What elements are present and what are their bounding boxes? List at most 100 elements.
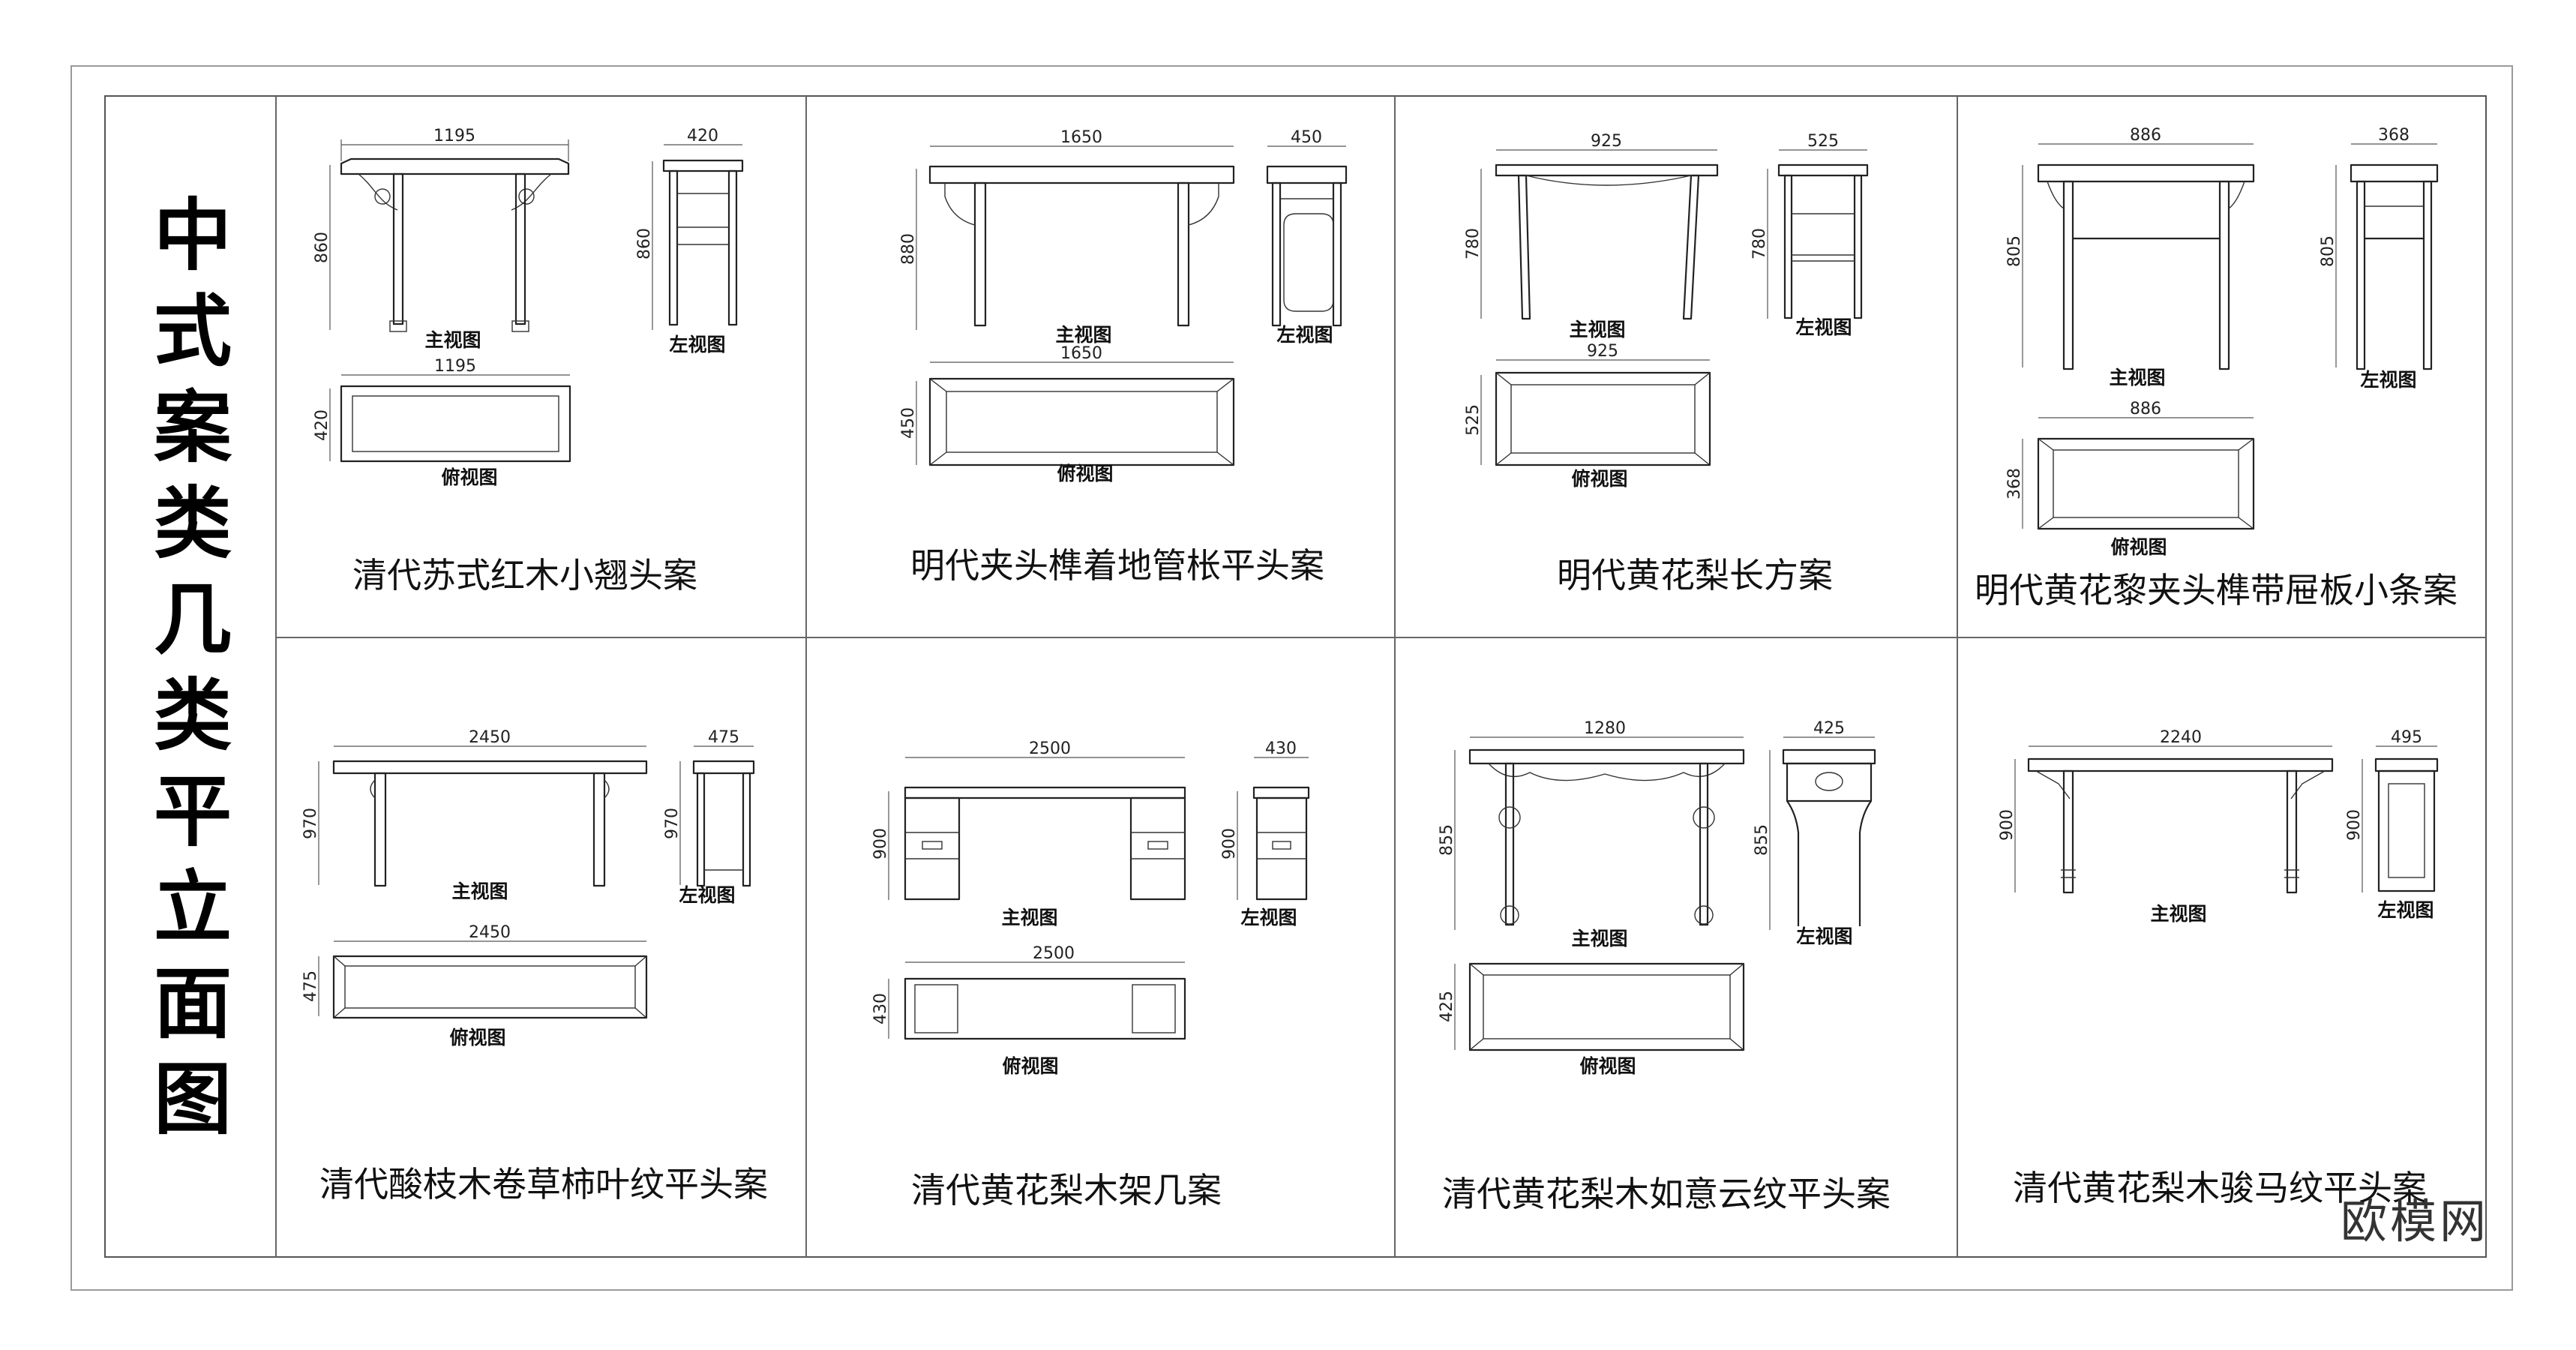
view-label-side: 左视图 bbox=[1795, 316, 1852, 338]
top-view: 886 368 俯视图 bbox=[2005, 400, 2255, 558]
side-view: 450 左视图 bbox=[1266, 128, 1348, 346]
panel-title: 明代黄花梨长方案 bbox=[1557, 555, 1833, 596]
dimension-side: 450 bbox=[1291, 128, 1322, 147]
watermark-text: 欧模网 bbox=[2341, 1194, 2489, 1249]
dimension-width: 1650 bbox=[1060, 128, 1102, 147]
svg-text:中式案类几类平立面图: 中式案类几类平立面图 bbox=[154, 190, 232, 1145]
side-view: 475 970 左视图 bbox=[663, 728, 755, 906]
view-label-side: 左视图 bbox=[2360, 369, 2416, 391]
dimension-height: 900 bbox=[871, 828, 890, 860]
view-label-side: 左视图 bbox=[1240, 907, 1297, 928]
dimension-width: 1195 bbox=[433, 127, 475, 146]
sheet-title-char: 案 bbox=[154, 382, 232, 473]
front-view: 2240 900 主视图 bbox=[1998, 728, 2334, 925]
top-view: 1195 420 俯视图 bbox=[313, 357, 571, 488]
dimension-height: 855 bbox=[1438, 824, 1456, 856]
top-view: 2450 475 俯视图 bbox=[301, 923, 648, 1048]
dimension-height: 855 bbox=[1753, 824, 1771, 856]
outer-frame bbox=[70, 65, 2513, 1291]
view-label-front: 主视图 bbox=[1001, 907, 1057, 928]
dimension-height: 860 bbox=[313, 232, 331, 263]
panel-2: 1650 880 主视图 450 左视图 1650 450 俯视图 bbox=[899, 128, 1348, 586]
dimension-top-depth: 430 bbox=[871, 993, 890, 1024]
dimension-width: 886 bbox=[2130, 126, 2161, 145]
top-view: 2500 430 俯视图 bbox=[871, 944, 1186, 1077]
dimension-side: 475 bbox=[708, 728, 739, 747]
view-label-front: 主视图 bbox=[2150, 903, 2206, 925]
view-label-front: 主视图 bbox=[2109, 367, 2165, 388]
dimension-width: 2450 bbox=[469, 728, 511, 747]
view-label-front: 主视图 bbox=[424, 329, 481, 351]
panel-title: 清代黄花梨木架几案 bbox=[911, 1170, 1222, 1210]
view-label-front: 主视图 bbox=[1569, 319, 1625, 340]
dimension-width: 1280 bbox=[1584, 719, 1626, 738]
front-view: 886 805 主视图 bbox=[2005, 126, 2255, 388]
view-label-front: 主视图 bbox=[451, 880, 508, 902]
view-label-side: 左视图 bbox=[1276, 324, 1333, 346]
front-view: 2500 900 主视图 bbox=[871, 740, 1186, 928]
dimension-height: 970 bbox=[663, 808, 682, 839]
panel-7: 1280 855 主视图 425 855 左视图 425 bbox=[1438, 719, 1891, 1214]
dimension-width: 2500 bbox=[1029, 740, 1071, 758]
dimension-top-depth: 450 bbox=[899, 407, 918, 439]
view-label-top: 俯视图 bbox=[1002, 1055, 1058, 1077]
dimension-side: 425 bbox=[1813, 719, 1845, 738]
view-label-top: 俯视图 bbox=[449, 1027, 505, 1048]
dimension-height: 860 bbox=[635, 228, 654, 260]
inner-frame bbox=[104, 95, 2487, 1258]
dimension-side: 525 bbox=[1807, 132, 1839, 151]
dimension-top-depth: 420 bbox=[313, 410, 331, 441]
panel-title: 明代夹头榫着地管枨平头案 bbox=[910, 545, 1324, 586]
view-label-side: 左视图 bbox=[2377, 899, 2434, 921]
top-view: 425 俯视图 bbox=[1438, 962, 1745, 1077]
view-label-side: 左视图 bbox=[669, 334, 725, 356]
dimension-height: 805 bbox=[2005, 236, 2024, 267]
view-label-front: 主视图 bbox=[1571, 928, 1627, 950]
panel-4: 886 805 主视图 368 805 左视图 886 368 bbox=[1975, 126, 2458, 610]
view-label-side: 左视图 bbox=[1796, 926, 1852, 947]
view-label-side: 左视图 bbox=[679, 884, 735, 906]
top-view: 925 525 俯视图 bbox=[1464, 342, 1711, 490]
dimension-side: 368 bbox=[2378, 126, 2410, 145]
side-view: 368 805 左视图 bbox=[2319, 126, 2439, 391]
front-view: 1195 860 主视图 bbox=[313, 127, 570, 351]
front-view: 2450 970 主视图 bbox=[301, 728, 648, 902]
dimension-width: 2240 bbox=[2160, 728, 2202, 747]
panel-title: 清代苏式红木小翘头案 bbox=[352, 555, 697, 596]
view-label-front: 主视图 bbox=[1055, 324, 1111, 346]
side-view: 425 855 左视图 bbox=[1753, 719, 1876, 947]
dimension-height: 970 bbox=[301, 808, 320, 839]
dimension-height: 900 bbox=[1220, 828, 1239, 860]
panel-8: 2240 900 主视图 495 900 左视图 清代黄花梨木骏马纹平头案 bbox=[1998, 728, 2439, 1208]
side-view: 420 860 左视图 bbox=[635, 127, 744, 356]
sheet-title-char: 面 bbox=[154, 958, 232, 1049]
dimension-top-depth: 425 bbox=[1438, 991, 1456, 1022]
dimension-top-depth: 475 bbox=[301, 970, 320, 1002]
dimension-side: 495 bbox=[2391, 728, 2422, 747]
panel-title: 清代黄花梨木如意云纹平头案 bbox=[1442, 1174, 1891, 1214]
dimension-top-depth: 368 bbox=[2005, 468, 2024, 500]
panel-1: 1195 860 主视图 420 860 左视图 1195 bbox=[313, 127, 744, 596]
sheet-title-char: 类 bbox=[154, 478, 232, 569]
dimension-height: 880 bbox=[899, 233, 918, 265]
dimension-top-width: 1195 bbox=[434, 357, 476, 376]
view-label-top: 俯视图 bbox=[2110, 536, 2167, 558]
panel-title: 明代黄花黎夹头榫带屉板小条案 bbox=[1975, 570, 2458, 610]
dimension-top-width: 886 bbox=[2130, 400, 2161, 418]
sheet-title-char: 图 bbox=[154, 1054, 232, 1145]
sheet-title-char: 式 bbox=[154, 286, 232, 377]
view-label-top: 俯视图 bbox=[441, 466, 497, 488]
dimension-top-width: 925 bbox=[1587, 342, 1618, 361]
dimension-height: 900 bbox=[2345, 809, 2364, 841]
panel-title: 清代酸枝木卷草柿叶纹平头案 bbox=[319, 1164, 768, 1204]
dimension-width: 925 bbox=[1591, 132, 1622, 151]
panel-5: 2450 970 主视图 475 970 左视图 2450 475 bbox=[301, 728, 768, 1204]
top-view: 1650 450 俯视图 bbox=[899, 344, 1235, 484]
dimension-top-width: 2450 bbox=[469, 923, 511, 942]
dimension-height: 780 bbox=[1464, 228, 1483, 260]
dimension-height: 780 bbox=[1750, 228, 1769, 260]
sheet-title-char: 中 bbox=[154, 190, 232, 281]
dimension-side: 430 bbox=[1265, 740, 1297, 758]
side-view: 525 780 左视图 bbox=[1750, 132, 1869, 338]
